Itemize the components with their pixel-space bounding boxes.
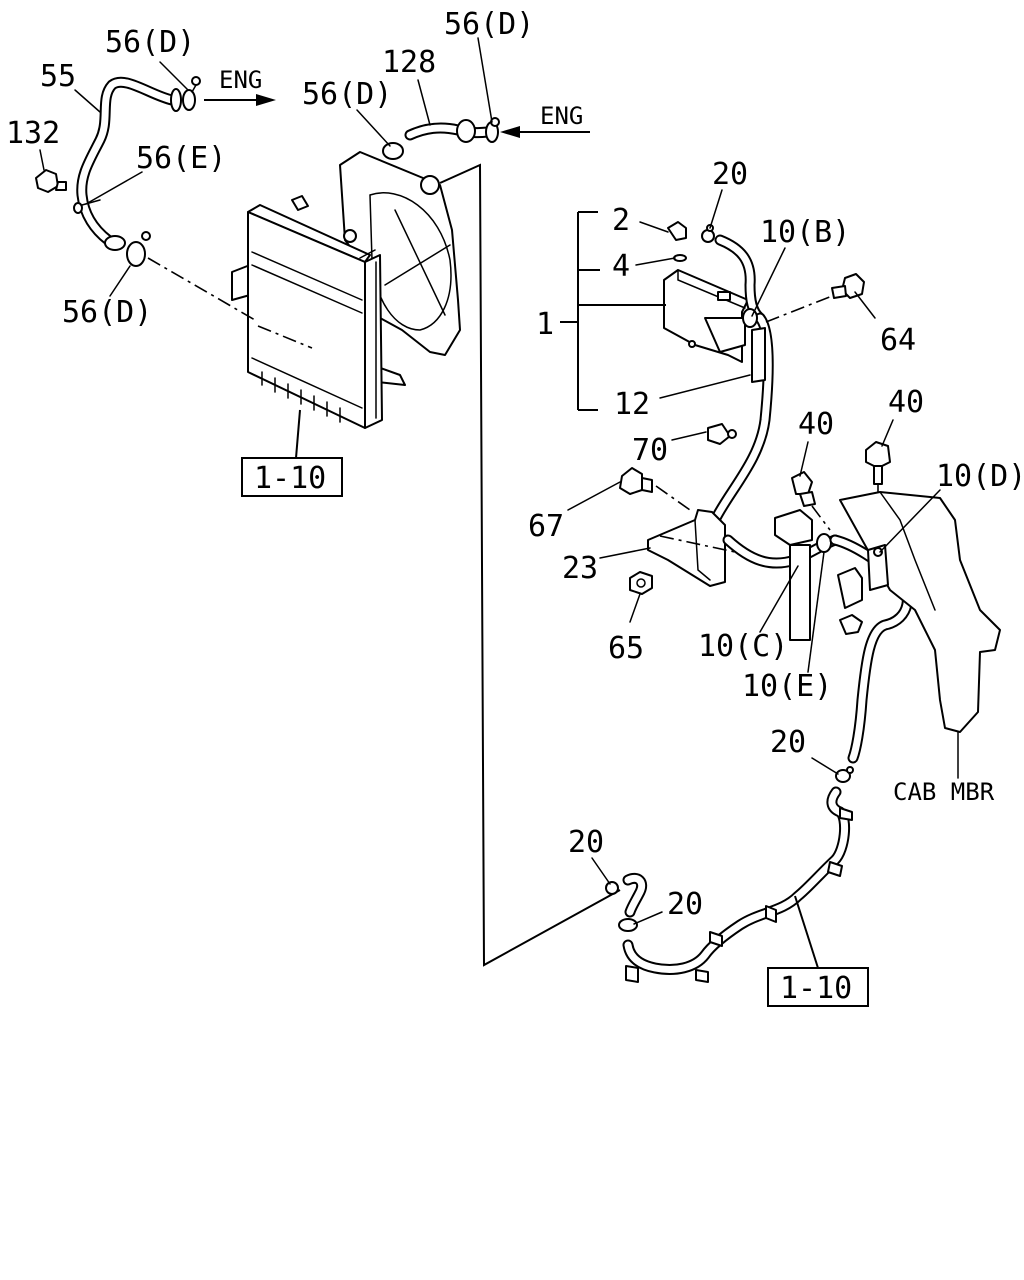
hose-clamp-56e <box>73 199 101 214</box>
hose-clamp-56d-top-left <box>182 76 201 111</box>
bolt-40-small <box>791 471 816 507</box>
callout-10b: 10(B) <box>760 215 850 250</box>
leader-lines <box>39 37 959 925</box>
callout-20-left-b: 20 <box>667 887 703 922</box>
callout-67: 67 <box>528 509 564 544</box>
callout-56d-lower-left: 56(D) <box>62 295 152 330</box>
callout-56d-top-left: 56(D) <box>105 25 195 60</box>
callout-56d-128-right: 56(D) <box>444 7 534 42</box>
bolt-40-tall <box>865 441 891 485</box>
short-hose-20 <box>622 872 648 918</box>
callout-12: 12 <box>614 387 650 422</box>
lower-hose-128 <box>404 119 494 143</box>
callout-bracket-group-1 <box>560 211 666 411</box>
bolt-67 <box>619 467 653 495</box>
bolt-64 <box>831 273 865 299</box>
callout-4: 4 <box>612 249 630 284</box>
reference-label-pipe: 1-10 <box>780 971 852 1006</box>
callout-20-left-a: 20 <box>568 825 604 860</box>
clamp-20-left-b <box>618 918 638 932</box>
reservoir-tank <box>663 269 749 363</box>
clamp-20-top <box>701 224 715 243</box>
callout-65: 65 <box>608 631 644 666</box>
eng-arrow-right <box>500 126 590 138</box>
nut-65 <box>629 571 653 595</box>
callout-labels: 56(D) 55 132 56(E) 56(D) ENG 56(D) 128 5… <box>6 7 1024 1006</box>
lower-pipe-assembly <box>622 786 853 983</box>
callout-56e: 56(E) <box>136 141 226 176</box>
callout-1: 1 <box>536 307 554 342</box>
bracket-12 <box>751 327 766 383</box>
callout-40-small: 40 <box>798 407 834 442</box>
bracket-23 <box>647 509 726 587</box>
bolt-132 <box>35 169 67 193</box>
callout-128: 128 <box>382 45 436 80</box>
callout-10c: 10(C) <box>698 629 788 664</box>
label-eng-left: ENG <box>219 66 262 94</box>
reference-box-radiator <box>241 457 343 497</box>
eng-arrow-left <box>204 94 276 106</box>
callout-64: 64 <box>880 323 916 358</box>
callout-10d: 10(D) <box>936 459 1024 494</box>
callout-56d-128-left: 56(D) <box>302 77 392 112</box>
clamp-20-left-a <box>605 881 619 895</box>
label-eng-right: ENG <box>540 102 583 130</box>
upper-hose-55 <box>76 76 182 251</box>
callout-10e: 10(E) <box>742 669 832 704</box>
callout-2: 2 <box>612 203 630 238</box>
cap-2 <box>667 221 687 241</box>
radiator-assembly <box>231 151 461 429</box>
callout-132: 132 <box>6 116 60 151</box>
clip-70 <box>707 423 737 445</box>
hose-clamp-10e <box>816 533 832 553</box>
clamp-20-cab <box>835 766 854 783</box>
reference-box-pipe <box>767 967 869 1007</box>
callout-70: 70 <box>632 433 668 468</box>
reference-label-radiator: 1-10 <box>254 461 326 496</box>
callout-20-top: 20 <box>712 157 748 192</box>
callout-23: 23 <box>562 551 598 586</box>
callout-20-cab: 20 <box>770 725 806 760</box>
hose-clamp-56d-128-left <box>382 142 404 160</box>
gasket-4 <box>673 254 687 262</box>
callout-55: 55 <box>40 59 76 94</box>
callout-40-tall: 40 <box>888 385 924 420</box>
hose-clamp-56d-lower-left <box>126 231 151 267</box>
hose-clamp-56d-128-right <box>485 117 500 143</box>
label-cab-mbr: CAB MBR <box>893 778 995 806</box>
